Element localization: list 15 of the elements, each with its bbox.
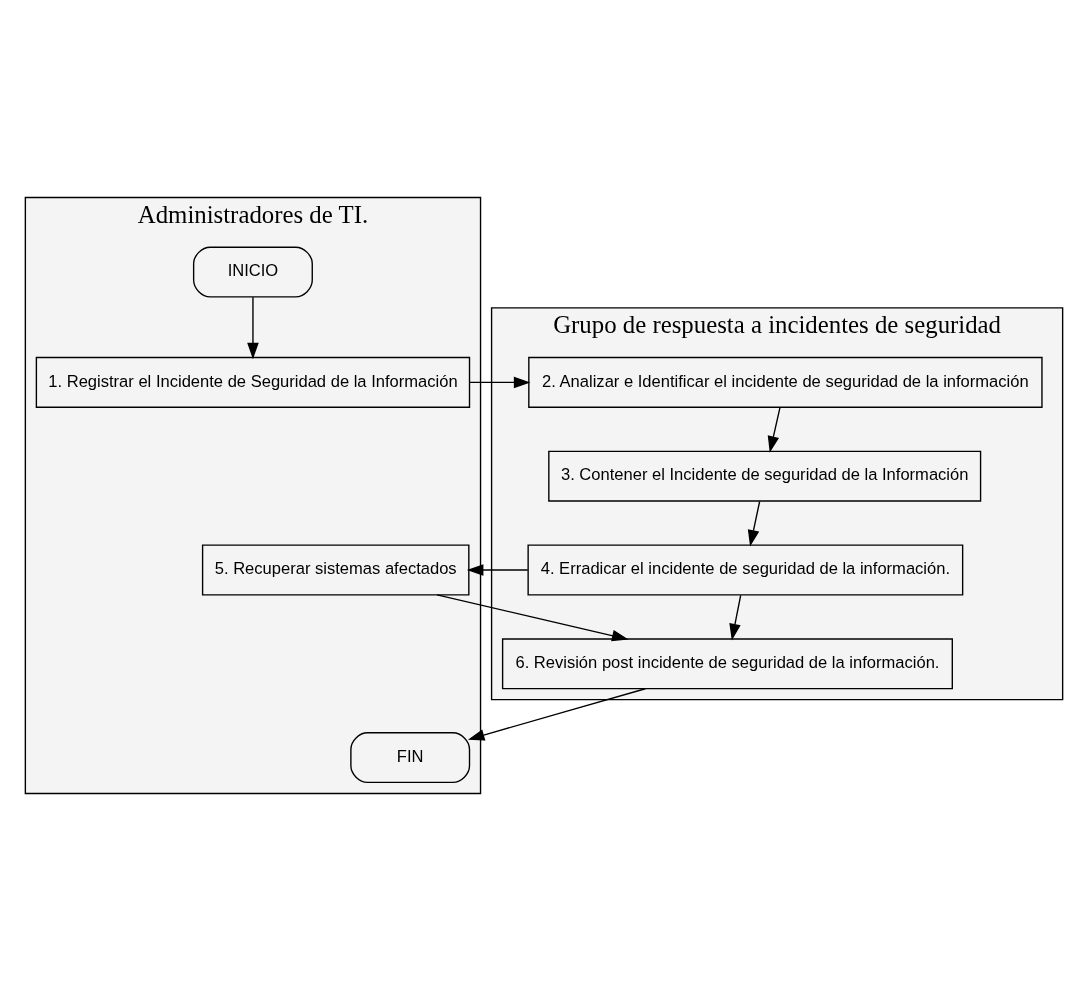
node-box: 1. Registrar el Incidente de Seguridad de la Información — [35, 356, 471, 408]
node-box: 5. Recuperar sistemas afectados — [201, 543, 470, 595]
arrow — [747, 500, 761, 547]
arrow — [729, 594, 742, 640]
arrow — [767, 406, 781, 453]
arrow — [436, 593, 629, 641]
node-box: 2. Analizar e Identificar el incidente de seguridad de la información — [528, 356, 1043, 408]
node-box: INICIO — [192, 246, 313, 298]
node-box: 6. Revisión post incidente de seguridad de la información. — [501, 637, 953, 689]
node-box: 4. Erradicar el incidente de seguridad de la información. — [527, 543, 964, 595]
arrow — [247, 296, 259, 359]
node-box: 3. Contener el Incidente de seguridad de la Información — [548, 450, 982, 502]
arrow — [469, 376, 531, 388]
node-box: FIN — [350, 731, 471, 783]
arrow — [466, 563, 529, 576]
